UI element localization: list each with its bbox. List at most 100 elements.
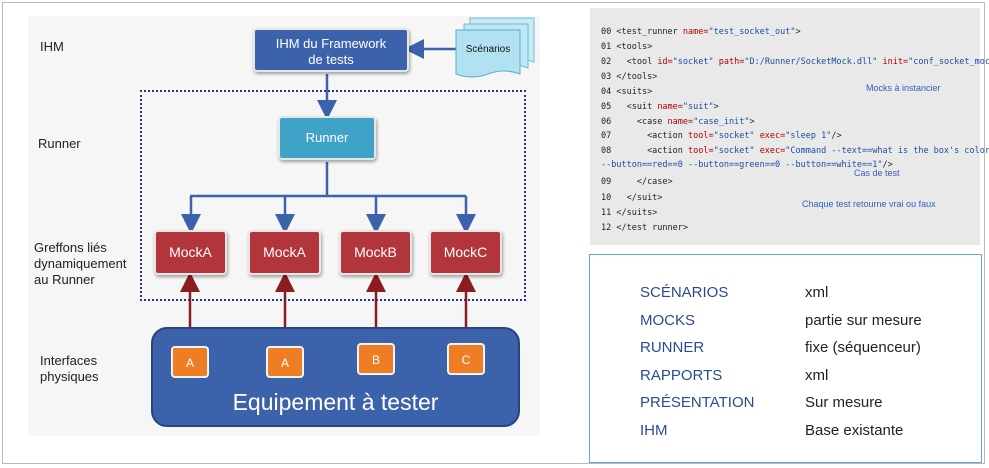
code-token: <case bbox=[616, 117, 668, 127]
layer-label-interfaces-line1: Interfaces bbox=[40, 353, 98, 368]
code-line: 10 </suit> bbox=[601, 193, 662, 204]
mock-box-2: MockA bbox=[248, 230, 321, 275]
ihm-box-line1: IHM du Framework bbox=[275, 36, 387, 51]
equipment-title: Equipement à tester bbox=[232, 389, 439, 415]
mock-box-3: MockB bbox=[339, 230, 412, 275]
code-token: "test_socket_out" bbox=[708, 27, 796, 37]
code-token: "socket" bbox=[713, 131, 755, 141]
code-line-number: 12 bbox=[601, 223, 617, 233]
table-row-key: PRÉSENTATION bbox=[640, 394, 755, 411]
port-box-3: B bbox=[357, 343, 395, 375]
code-line-number: 11 bbox=[601, 208, 617, 218]
code-token: <test_runner bbox=[616, 27, 683, 37]
port-box-4: C bbox=[447, 343, 485, 375]
code-token: > bbox=[749, 117, 755, 127]
table-row-value: fixe (séquenceur) bbox=[805, 339, 921, 356]
code-token: "socket" bbox=[672, 57, 714, 67]
code-line-number: 10 bbox=[601, 193, 617, 203]
code-token: id= bbox=[657, 57, 673, 67]
code-token: </case> bbox=[616, 177, 673, 187]
ihm-box-line2: de tests bbox=[308, 52, 354, 67]
layer-label-greffons-line3: au Runner bbox=[34, 272, 95, 287]
code-token: <action bbox=[616, 146, 689, 156]
code-token: "sleep 1" bbox=[785, 131, 832, 141]
code-token: init= bbox=[882, 57, 909, 67]
code-token: </suit> bbox=[616, 193, 663, 203]
annotation-mocks: Mocks à instancier bbox=[866, 83, 941, 93]
table-row-value: Sur mesure bbox=[805, 394, 883, 411]
code-line: 04 <suits> bbox=[601, 87, 652, 98]
layer-label-runner: Runner bbox=[38, 136, 81, 151]
table-row-value: Base existante bbox=[805, 422, 904, 439]
code-line-number: 06 bbox=[601, 117, 617, 127]
table-row-key: IHM bbox=[640, 422, 668, 439]
code-line-number: 00 bbox=[601, 27, 617, 37]
code-line: 02 <tool id="socket" path="D:/Runner/Soc… bbox=[601, 57, 989, 68]
components-table-panel bbox=[589, 254, 982, 463]
code-token: "suit" bbox=[682, 102, 714, 112]
code-token: > bbox=[795, 27, 801, 37]
code-line-number: 02 bbox=[601, 57, 617, 67]
code-token: --button==red==0 --button==green==0 --bu… bbox=[601, 160, 883, 170]
layer-label-greffons-line2: dynamiquement bbox=[34, 256, 127, 271]
code-token: <suit bbox=[616, 102, 658, 112]
code-line: --button==red==0 --button==green==0 --bu… bbox=[601, 160, 893, 171]
code-line-number: 01 bbox=[601, 42, 617, 52]
table-row-key: RAPPORTS bbox=[640, 367, 723, 384]
code-token: tool= bbox=[688, 131, 714, 141]
code-line: 03 </tools> bbox=[601, 72, 657, 83]
port-box-1: A bbox=[171, 346, 209, 378]
runner-box: Runner bbox=[278, 116, 376, 160]
code-token: </tools> bbox=[616, 72, 658, 82]
table-row-key: MOCKS bbox=[640, 312, 696, 329]
table-row-value: partie sur mesure bbox=[805, 312, 922, 329]
code-token: "socket" bbox=[713, 146, 755, 156]
layer-label-interfaces: Interfaces physiques bbox=[40, 353, 99, 385]
code-token: /> bbox=[882, 160, 893, 170]
code-line-number: 05 bbox=[601, 102, 617, 112]
code-token: <tools> bbox=[616, 42, 653, 52]
code-line: 07 <action tool="socket" exec="sleep 1"/… bbox=[601, 131, 842, 142]
code-token: "case_init" bbox=[693, 117, 750, 127]
code-token: exec= bbox=[759, 131, 786, 141]
code-token: </suits> bbox=[616, 208, 658, 218]
scenarios-label: Scénarios bbox=[465, 44, 511, 55]
code-token: <tool bbox=[616, 57, 658, 67]
code-line: 06 <case name="case_init"> bbox=[601, 117, 755, 128]
layer-label-greffons: Greffons liés dynamiquement au Runner bbox=[34, 240, 127, 288]
code-line: 00 <test_runner name="test_socket_out"> bbox=[601, 27, 801, 38]
code-token: /> bbox=[831, 131, 842, 141]
scenarios-document-icon bbox=[455, 17, 535, 78]
code-token: > bbox=[713, 102, 719, 112]
table-row-value: xml bbox=[805, 284, 829, 301]
layer-label-ihm: IHM bbox=[40, 39, 64, 54]
code-token: name= bbox=[667, 117, 694, 127]
code-line: 01 <tools> bbox=[601, 42, 652, 53]
port-box-2: A bbox=[266, 346, 304, 378]
code-token: </test runner> bbox=[616, 223, 689, 233]
code-token: <suits> bbox=[616, 87, 653, 97]
code-token: name= bbox=[682, 27, 709, 37]
table-row-key: SCÉNARIOS bbox=[640, 284, 729, 301]
ihm-framework-box: IHM du Framework de tests bbox=[253, 28, 409, 72]
annotation-result: Chaque test retourne vrai ou faux bbox=[802, 199, 936, 209]
code-line: 12 </test runner> bbox=[601, 223, 688, 234]
code-line: 08 <action tool="socket" exec="Command -… bbox=[601, 146, 989, 157]
code-line: 05 <suit name="suit"> bbox=[601, 102, 719, 113]
code-token: tool= bbox=[688, 146, 714, 156]
code-line-number: 03 bbox=[601, 72, 617, 82]
table-row-value: xml bbox=[805, 367, 829, 384]
code-token: name= bbox=[657, 102, 683, 112]
code-token: "Command --text==what is the box's color… bbox=[785, 146, 989, 156]
mock-box-1: MockA bbox=[154, 230, 227, 275]
code-line-number: 07 bbox=[601, 131, 617, 141]
code-token: "conf_socket_mock.xml" bbox=[908, 57, 989, 67]
code-line-number: 04 bbox=[601, 87, 617, 97]
code-line-number: 08 bbox=[601, 146, 617, 156]
runner-plugins-boundary bbox=[140, 90, 526, 301]
code-token: path= bbox=[718, 57, 745, 67]
layer-label-greffons-line1: Greffons liés bbox=[34, 240, 107, 255]
table-row-key: RUNNER bbox=[640, 339, 705, 356]
code-line: 11 </suits> bbox=[601, 208, 657, 219]
